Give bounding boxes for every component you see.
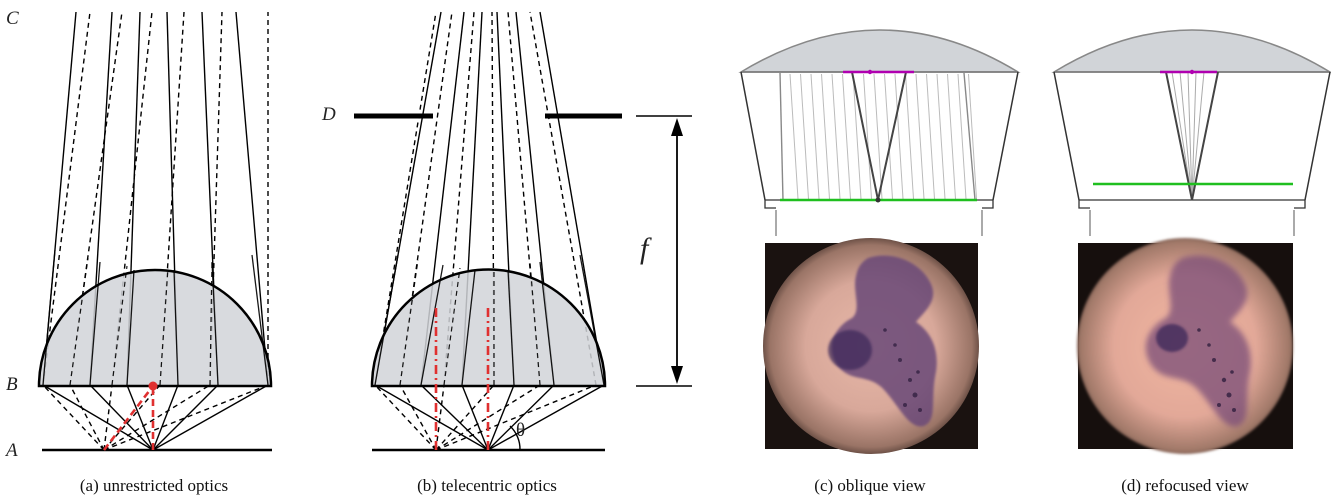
panel-c-frame [740,71,1019,201]
caption-b: (b) telecentric optics [417,476,557,495]
panel-b-red-markers [434,306,490,450]
label-D: D [322,104,336,125]
panel-c-ray-bundle [789,73,977,200]
panel-b-theta-arc [509,425,521,451]
label-f: f [640,232,649,265]
panel-b-diagram [354,11,692,452]
panel-b-f-arrowhead-top [671,118,683,136]
panel-c-bundle-ray [957,73,967,200]
panel-c-bundle-ray [800,73,809,200]
panel-c-bundle-ray [926,73,935,200]
panel-d-photo [1077,238,1293,454]
label-A: A [6,440,18,461]
panel-c-bundle-ray [873,73,883,200]
panel-c-bundle-ray [863,73,872,200]
panel-c-bundle-ray [968,73,977,200]
panel-c-bundle-ray [905,73,914,200]
panel-d-frame [1053,71,1331,201]
panel-b-f-arrowhead-bottom [671,366,683,384]
panel-c-bundle-ray [842,73,851,200]
panel-c-bundle-ray [884,73,893,200]
panel-c-bundle-ray [915,73,925,200]
panel-c-bundle-ray [947,73,956,200]
panel-c-lens-dome [738,29,1021,73]
panel-c-bundle-ray [789,73,799,200]
caption-a: (a) unrestricted optics [79,476,229,495]
caption-d: (d) refocused view [1121,476,1249,495]
label-theta: θ [516,420,526,441]
panel-c-photo [763,238,979,454]
panel-c-bundle-ray [810,73,820,200]
label-B: B [6,374,18,395]
panel-c-bundle-ray [936,73,946,200]
panel-c-diagram [738,29,1021,454]
panel-a-red-markers [102,385,155,451]
panel-a-dashed-rays [42,11,269,451]
panel-c-bundle-ray [852,73,862,200]
panel-d-diagram [1051,29,1331,454]
panel-a-red-point [148,381,158,391]
panel-d-lens-dome [1051,29,1331,73]
label-C: C [6,8,19,29]
panel-c-bundle-ray [821,73,830,200]
panel-c-bundle-ray [831,73,841,200]
caption-c: (c) oblique view [814,476,926,495]
panel-a-lens [37,268,273,388]
panel-c-bundle-ray [894,73,904,200]
panel-a-diagram [37,11,273,452]
